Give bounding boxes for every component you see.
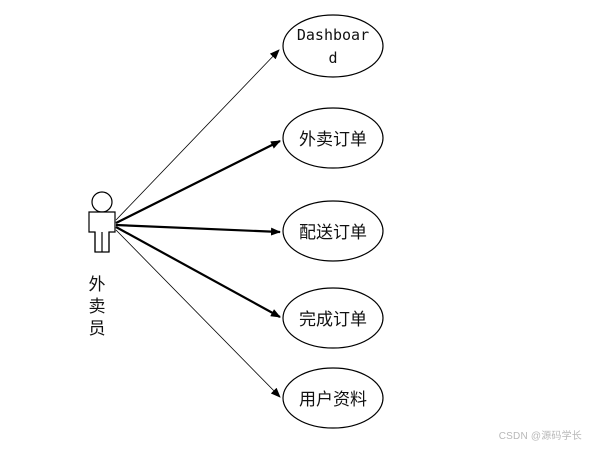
use-case-completed-orders: 完成订单 xyxy=(282,287,384,349)
actor-label: 外卖员 xyxy=(88,275,106,339)
arrow-delivery-orders xyxy=(115,223,281,236)
arrow-completed-orders xyxy=(115,226,281,318)
use-case-dashboard-line1: Dashboar xyxy=(297,26,369,44)
use-case-delivery-orders: 配送订单 xyxy=(282,200,384,262)
user-icon xyxy=(88,191,116,253)
arrow-user-profile xyxy=(115,229,281,398)
actor-figure xyxy=(88,191,116,253)
use-case-completed-orders-label: 完成订单 xyxy=(299,310,367,330)
use-case-dashboard-line2: d xyxy=(328,49,337,67)
arrow-orders xyxy=(115,140,281,224)
use-case-user-profile: 用户资料 xyxy=(282,367,384,429)
use-case-delivery-orders-label: 配送订单 xyxy=(299,223,367,243)
use-case-user-profile-label: 用户资料 xyxy=(299,390,367,410)
association-arrows xyxy=(115,49,281,398)
use-case-orders-label: 外卖订单 xyxy=(299,130,367,150)
watermark: CSDN @源码学长 xyxy=(498,431,582,442)
arrow-dashboard xyxy=(115,49,280,221)
use-case-dashboard: Dashboar d xyxy=(282,14,384,78)
use-case-orders: 外卖订单 xyxy=(282,107,384,169)
